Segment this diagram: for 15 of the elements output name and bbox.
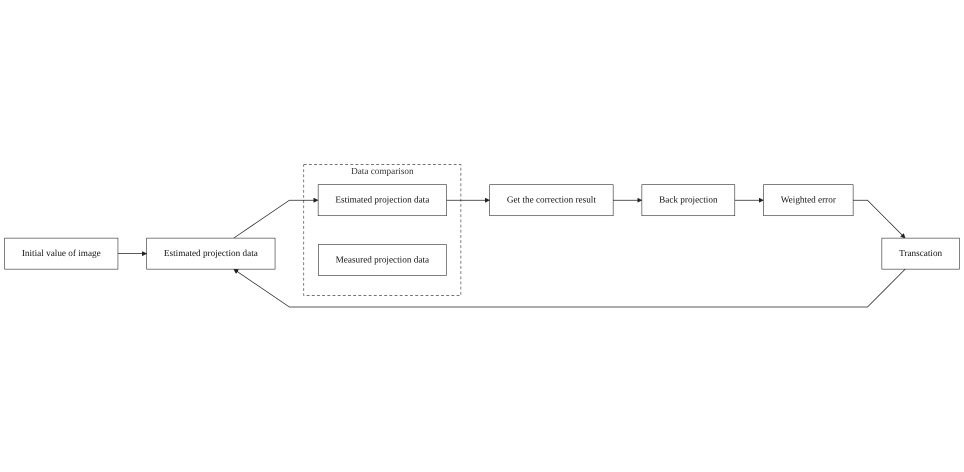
node-box: Weighted error (763, 184, 854, 216)
arrow (233, 198, 318, 239)
node-box: Estimated projection data (318, 184, 447, 216)
arrow (118, 251, 147, 256)
node-box: Back projection (642, 184, 736, 216)
arrow (612, 198, 642, 203)
node-box: Initial value of image (4, 238, 118, 270)
node-box: Estimated projection data (146, 238, 276, 270)
arrow (734, 198, 764, 203)
node-box: Transcation (882, 238, 960, 270)
arrow (233, 268, 906, 308)
arrow (446, 198, 490, 203)
node-box: Measured projection data (318, 244, 447, 276)
arrow (852, 200, 906, 239)
node-box: Get the correction result (489, 184, 614, 216)
